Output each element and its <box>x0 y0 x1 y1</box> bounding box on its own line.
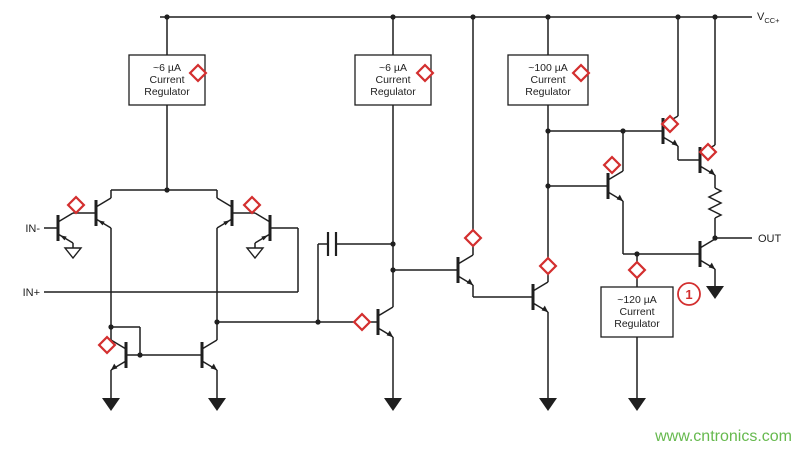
vcc-label: VCC+ <box>757 11 780 25</box>
regulator-label-line: ~120 µA <box>617 294 657 306</box>
regulator-label-line: Current <box>530 74 565 86</box>
vee-arrow-icon <box>207 397 227 412</box>
current-regulator-box-1: ~6 µA Current Regulator <box>128 54 206 106</box>
current-regulator-box-2: ~6 µA Current Regulator <box>354 54 432 106</box>
regulator-label-line: ~6 µA <box>153 62 181 74</box>
output-resistor <box>707 187 723 219</box>
transistor-output-driver <box>606 169 625 203</box>
vee-arrow-icon <box>538 397 558 412</box>
in-minus-label: IN- <box>25 223 40 235</box>
diamond-marker-icon <box>538 256 558 276</box>
diamond-marker-icon <box>602 155 622 175</box>
transistor-diffpair-neg <box>94 196 113 230</box>
regulator-label-line: Current <box>149 74 184 86</box>
input-stage-wires <box>44 189 299 340</box>
regulator-label-line: ~6 µA <box>379 62 407 74</box>
regulator-stub-wires <box>166 17 638 398</box>
regulator-boxes: ~6 µA Current Regulator ~6 µA Current Re… <box>128 54 674 338</box>
regulator-label-line: Regulator <box>370 86 416 98</box>
diamond-marker-icon <box>352 312 372 332</box>
gain-stage-wires <box>317 17 549 398</box>
transistor-second-stage <box>456 253 475 287</box>
transistor-mirror-right <box>200 338 219 372</box>
diamond-marker-icon <box>97 335 117 355</box>
regulator-label-line: ~100 µA <box>528 62 568 74</box>
vcc-label-base: V <box>757 11 765 23</box>
diamond-marker-icon <box>242 195 262 215</box>
watermark: www.cntronics.com <box>654 428 792 445</box>
transistor-sink-driver <box>531 280 550 314</box>
vee-arrow-icon <box>627 397 647 412</box>
output-stage-wires <box>548 17 752 286</box>
regulator-label-line: Regulator <box>525 86 571 98</box>
ground-open-icon <box>64 247 82 259</box>
transistor-input-follower-pos <box>253 211 272 245</box>
vee-arrow-icon <box>705 285 725 300</box>
regulator-label-line: Regulator <box>144 86 190 98</box>
junction-dots <box>108 14 718 358</box>
transistor-diffpair-pos <box>215 196 234 230</box>
diamond-marker-icon <box>463 228 483 248</box>
regulator-label-line: Current <box>375 74 410 86</box>
transistor-gain-stage <box>376 305 395 339</box>
vcc-label-sub: CC+ <box>764 16 780 25</box>
callout-circle-icon <box>677 282 701 306</box>
out-label: OUT <box>758 233 782 245</box>
regulator-label-line: Regulator <box>614 318 660 330</box>
diamond-marker-icon <box>627 260 647 280</box>
ground-open-icon <box>246 247 264 259</box>
transistor-output-sink <box>698 237 717 271</box>
vee-arrow-icon <box>383 397 403 412</box>
mirror-wires <box>110 321 378 398</box>
transistor-input-follower-neg <box>56 211 75 245</box>
vee-arrow-icon <box>101 397 121 412</box>
compensation-capacitor <box>326 232 338 256</box>
in-plus-label: IN+ <box>23 287 40 299</box>
callout-number: 1 <box>685 287 692 302</box>
current-regulator-box-4: ~120 µA Current Regulator <box>600 286 674 338</box>
diamond-marker-icon <box>66 195 86 215</box>
current-regulator-box-3: ~100 µA Current Regulator <box>507 54 589 106</box>
wire-net <box>44 16 752 398</box>
regulator-label-line: Current <box>619 306 654 318</box>
callout-1: 1 <box>677 282 701 306</box>
